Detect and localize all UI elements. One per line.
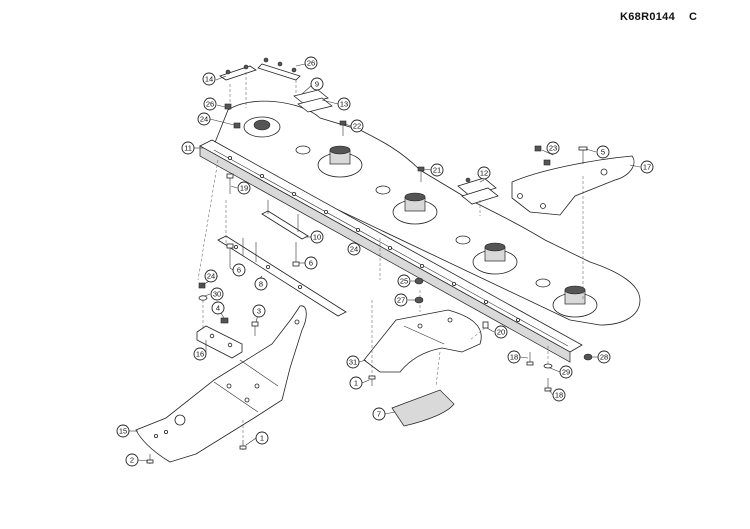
callout-text: 9: [315, 80, 319, 89]
callout-132-460: 2: [125, 453, 139, 467]
callout-188-148: 11: [181, 141, 195, 155]
callout-262-438: 1: [255, 431, 269, 445]
callout-text: 24: [200, 115, 208, 124]
callout-text: 28: [600, 353, 608, 362]
callout-559-395: 18: [552, 388, 566, 402]
callout-text: 21: [433, 166, 441, 175]
callout-text: 16: [196, 350, 204, 359]
callout-311-263: 6: [304, 256, 318, 270]
callout-484-173: 12: [477, 166, 491, 180]
disc-hub-1: [317, 145, 363, 178]
callout-357-126: 22: [350, 119, 364, 133]
callout-text: 11: [184, 144, 192, 153]
callout-356-383: 1: [349, 376, 363, 390]
callout-553-148: 23: [546, 141, 560, 155]
callout-604-357: 28: [597, 350, 611, 364]
callout-344-104: 13: [337, 97, 351, 111]
callout-text: 24: [350, 245, 358, 254]
bearing-housing: [243, 116, 281, 138]
callout-text: 31: [349, 358, 357, 367]
callout-text: 27: [397, 296, 405, 305]
disc-hub-2: [392, 192, 438, 225]
callout-text: 26: [307, 59, 315, 68]
callout-123-431: 15: [116, 424, 130, 438]
wear-strip: [217, 235, 347, 317]
callout-437-170: 21: [430, 163, 444, 177]
callout-text: 8: [259, 280, 263, 289]
callout-text: 1: [260, 434, 264, 443]
callout-text: 7: [377, 410, 381, 419]
callout-311-63: 26: [304, 56, 318, 70]
callout-566-372: 29: [559, 365, 573, 379]
callout-text: 19: [240, 184, 248, 193]
top-clamp-plates: [219, 57, 333, 113]
wear-plate: [391, 389, 455, 427]
callout-text: 22: [353, 122, 361, 131]
callout-text: 4: [216, 304, 220, 313]
callout-514-357: 18: [507, 350, 521, 364]
callout-404-281: 25: [397, 274, 411, 288]
callout-text: 26: [206, 100, 214, 109]
skid-bracket: [196, 325, 243, 359]
callout-text: 20: [497, 328, 505, 337]
callout-text: 13: [340, 100, 348, 109]
disc-hub-3: [472, 242, 518, 275]
leader-lines: [129, 63, 641, 462]
callout-text: 3: [257, 307, 261, 316]
bolts: [146, 103, 593, 464]
spacer-bar: [261, 200, 309, 240]
projection-lines: [197, 72, 584, 440]
callout-text: 5: [601, 148, 605, 157]
disc-hub-4: [552, 285, 598, 318]
callout-259-311: 3: [252, 304, 266, 318]
callout-text: 6: [309, 259, 313, 268]
drawing-revision: C: [689, 11, 698, 23]
drawing-code: K68R0144 C: [620, 11, 697, 23]
callout-239-270: 6: [232, 263, 246, 277]
callout-text: 24: [207, 272, 215, 281]
drawing-number: K68R0144: [620, 11, 675, 23]
callout-text: 17: [643, 163, 651, 172]
callout-317-84: 9: [310, 77, 324, 91]
callout-text: 23: [549, 144, 557, 153]
callout-text: 18: [510, 353, 518, 362]
callout-text: 15: [119, 427, 127, 436]
callout-217-294: 30: [210, 287, 224, 301]
callout-text: 29: [562, 368, 570, 377]
cutter-bar-assembly: [199, 100, 641, 363]
callout-379-414: 7: [372, 407, 386, 421]
callout-647-167: 17: [640, 160, 654, 174]
callout-261-284: 8: [254, 277, 268, 291]
callout-211-276: 24: [204, 269, 218, 283]
callout-text: 18: [555, 391, 563, 400]
callout-401-300: 27: [394, 293, 408, 307]
callout-317-237: 10: [310, 230, 324, 244]
callout-244-188: 19: [237, 181, 251, 195]
callout-353-362: 31: [346, 355, 360, 369]
callout-209-79: 14: [202, 72, 216, 86]
callout-text: 10: [313, 233, 321, 242]
callout-210-104: 26: [203, 97, 217, 111]
callout-text: 1: [354, 379, 358, 388]
callout-text: 12: [480, 169, 488, 178]
side-bracket: [511, 155, 635, 216]
right-skid: [363, 309, 482, 373]
callout-text: 14: [205, 75, 213, 84]
callout-354-249: 24: [347, 242, 361, 256]
callout-text: 30: [213, 290, 221, 299]
callout-text: 6: [237, 266, 241, 275]
skid-shoe: [135, 305, 307, 463]
bar-bolt-holes: [227, 155, 521, 322]
callout-218-308: 4: [211, 301, 225, 315]
callout-204-119: 24: [197, 112, 211, 126]
callout-text: 2: [130, 456, 134, 465]
callout-603-152: 5: [596, 145, 610, 159]
callout-text: 25: [400, 277, 408, 286]
callout-501-332: 20: [494, 325, 508, 339]
callout-200-354: 16: [193, 347, 207, 361]
